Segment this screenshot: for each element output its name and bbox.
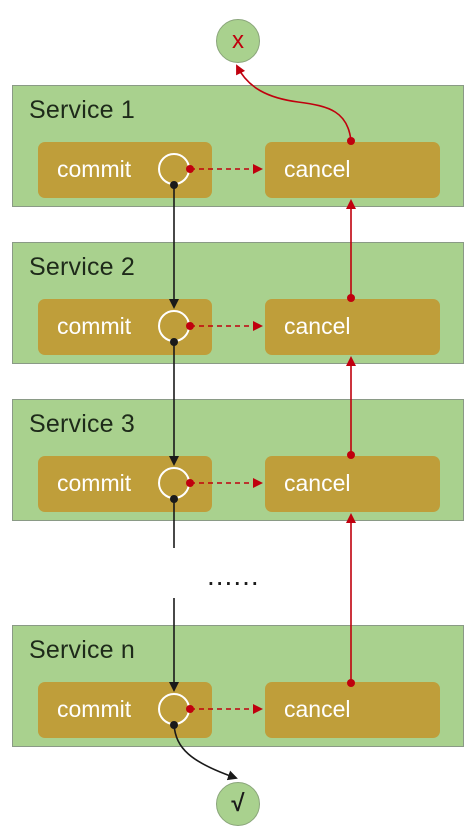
cancel-step: cancel xyxy=(265,456,440,512)
cancel-label: cancel xyxy=(284,696,351,722)
commit-step: commit xyxy=(38,456,212,512)
cancel-link-dot xyxy=(186,165,194,173)
success-end-node: √ xyxy=(216,782,260,826)
failure-end-node: x xyxy=(216,19,260,63)
service-title: Service n xyxy=(29,636,136,664)
cancel-step: cancel xyxy=(265,299,440,355)
commit-dot xyxy=(170,721,178,729)
service-2-panel: Service 2 commit cancel xyxy=(12,242,464,364)
cancel-link-dot xyxy=(186,705,194,713)
cancel-label: cancel xyxy=(284,156,351,182)
commit-label: commit xyxy=(57,156,132,182)
rollback-dot xyxy=(347,294,355,302)
commit-step: commit xyxy=(38,142,212,198)
service-3-panel: Service 3 commit cancel xyxy=(12,399,464,521)
more-services-ellipsis: ...... xyxy=(207,560,260,591)
commit-dot xyxy=(170,495,178,503)
service-title: Service 1 xyxy=(29,96,136,124)
success-flow-arrow xyxy=(173,724,238,781)
cancel-link-dot xyxy=(186,322,194,330)
commit-dot xyxy=(170,181,178,189)
commit-state-circle xyxy=(158,153,190,185)
rollback-dot xyxy=(347,137,355,145)
cancel-step: cancel xyxy=(265,142,440,198)
service-1-panel: Service 1 commit cancel xyxy=(12,85,464,207)
cancel-label: cancel xyxy=(284,313,351,339)
commit-state-circle xyxy=(158,467,190,499)
commit-label: commit xyxy=(57,313,132,339)
commit-label: commit xyxy=(57,470,132,496)
rollback-dot xyxy=(347,451,355,459)
rollback-dot xyxy=(347,679,355,687)
service-title: Service 3 xyxy=(29,410,136,438)
service-title: Service 2 xyxy=(29,253,136,281)
commit-step: commit xyxy=(38,299,212,355)
commit-label: commit xyxy=(57,696,132,722)
cancel-link-dot xyxy=(186,479,194,487)
commit-state-circle xyxy=(158,310,190,342)
commit-state-circle xyxy=(158,693,190,725)
cancel-step: cancel xyxy=(265,682,440,738)
cancel-label: cancel xyxy=(284,470,351,496)
service-n-panel: Service n commit cancel xyxy=(12,625,464,747)
commit-step: commit xyxy=(38,682,212,738)
failure-flow-arrow xyxy=(236,64,352,142)
commit-dot xyxy=(170,338,178,346)
